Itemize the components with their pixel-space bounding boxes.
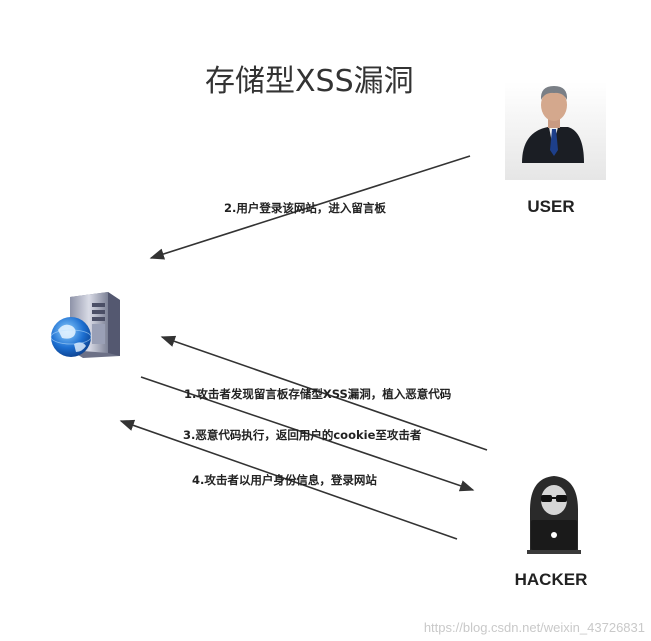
message-step-1: 1.攻击者发现留言板存储型XSS漏洞，植入恶意代码 xyxy=(184,387,452,401)
arrow-server-to-hacker xyxy=(140,376,475,492)
hacker-label: HACKER xyxy=(515,570,588,589)
user-label: USER xyxy=(527,197,574,216)
businessman-user-icon xyxy=(505,82,606,180)
hooded-hacker-laptop-icon xyxy=(527,476,581,554)
message-step-2: 2.用户登录该网站，进入留言板 xyxy=(224,201,386,215)
arrow-hacker-login-server xyxy=(119,419,458,540)
message-step-4: 4.攻击者以用户身份信息，登录网站 xyxy=(192,473,377,487)
message-step-3: 3.恶意代码执行，返回用户的cookie至攻击者 xyxy=(183,428,422,442)
arrow-hacker-to-server xyxy=(160,335,488,451)
web-server-globe-icon xyxy=(50,292,120,358)
diagram-title: 存储型XSS漏洞 xyxy=(205,64,414,99)
watermark: https://blog.csdn.net/weixin_43726831 xyxy=(423,620,645,635)
arrow-user-to-server xyxy=(149,155,471,260)
